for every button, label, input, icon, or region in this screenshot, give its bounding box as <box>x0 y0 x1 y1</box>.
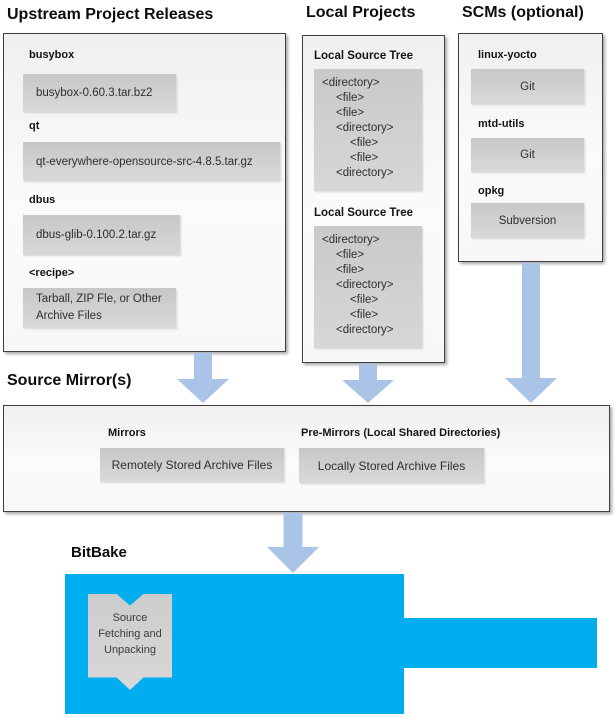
source-mirrors-title: Source Mirror(s) <box>7 372 132 389</box>
down-arrow-mirrors-to-bitbake <box>266 513 319 573</box>
arrow-head <box>177 379 229 403</box>
tree-node: <directory> <box>336 279 394 291</box>
bitbake-title: BitBake <box>71 544 127 561</box>
arrow-head <box>505 378 557 403</box>
scm-item-box: Git <box>471 138 584 172</box>
down-arrow-scms-to-mirrors <box>505 263 557 403</box>
upstream-item-label: qt <box>29 120 40 132</box>
tree-node: <file> <box>350 137 379 149</box>
scm-item-box: Subversion <box>471 203 584 238</box>
upstream-item-box: Tarball, ZIP Fle, or Other Archive Files <box>23 288 176 328</box>
down-arrow-local-to-mirrors <box>342 364 394 403</box>
source-mirrors-panel: Mirrors Remotely Stored Archive Files Pr… <box>3 405 610 512</box>
source-fetching-ribbon: Source Fetching and Unpacking <box>88 594 172 690</box>
mirrors-value: Remotely Stored Archive Files <box>111 458 273 472</box>
upstream-item-box: busybox-0.60.3.tar.bz2 <box>23 74 176 112</box>
down-arrow-upstream-to-mirrors <box>177 353 229 403</box>
local-source-tree-box: <directory> <file> <file> <directory> <f… <box>314 69 422 191</box>
tree-node: <directory> <box>336 122 394 134</box>
archive-filename: busybox-0.60.3.tar.bz2 <box>36 87 153 99</box>
upstream-releases-panel: busybox busybox-0.60.3.tar.bz2 qt qt-eve… <box>3 33 286 352</box>
bitbake-block-arm <box>404 618 597 668</box>
local-source-tree-box: <directory> <file> <file> <directory> <f… <box>314 226 422 348</box>
tree-node: <directory> <box>322 234 380 246</box>
archive-filename: dbus-glib-0.100.2.tar.gz <box>36 229 157 241</box>
premirrors-value: Locally Stored Archive Files <box>317 458 466 473</box>
archive-filename: qt-everywhere-opensource-src-4.8.5.tar.g… <box>36 155 253 168</box>
scm-type: Git <box>520 80 535 93</box>
upstream-item-box: dbus-glib-0.100.2.tar.gz <box>23 215 180 255</box>
scm-type: Subversion <box>498 214 557 227</box>
upstream-item-label: dbus <box>29 194 56 206</box>
tree-node: <file> <box>350 309 379 321</box>
upstream-item-label: busybox <box>29 49 75 61</box>
tree-node: <file> <box>350 152 379 164</box>
local-projects-title: Local Projects <box>306 4 416 21</box>
scm-item-label: linux-yocto <box>478 49 537 61</box>
mirrors-box: Remotely Stored Archive Files <box>100 448 284 482</box>
scms-panel: linux-yocto Git mtd-utils Git opkg Subve… <box>458 33 603 262</box>
tree-node: <directory> <box>336 167 394 179</box>
tree-node: <file> <box>336 249 365 261</box>
upstream-item-label: <recipe> <box>29 267 75 279</box>
upstream-releases-title: Upstream Project Releases <box>7 6 214 23</box>
scm-item-label: opkg <box>478 185 505 197</box>
scm-item-label: mtd-utils <box>478 118 525 130</box>
scm-type: Git <box>520 149 535 161</box>
scms-title: SCMs (optional) <box>462 4 584 21</box>
upstream-item-box: qt-everywhere-opensource-src-4.8.5.tar.g… <box>23 142 280 181</box>
arrow-shaft <box>522 263 540 378</box>
arrow-shaft <box>283 513 302 548</box>
mirrors-label: Mirrors <box>108 427 146 439</box>
arrow-head <box>266 547 319 573</box>
arrow-shaft <box>194 353 212 379</box>
archive-filename: Tarball, ZIP Fle, or Other Archive Files <box>36 292 162 322</box>
tree-node: <file> <box>350 294 379 306</box>
local-projects-panel: Local Source Tree <directory> <file> <fi… <box>302 35 445 363</box>
scm-item-box: Git <box>471 69 584 104</box>
tree-node: <directory> <box>336 324 394 336</box>
tree-node: <file> <box>336 92 365 104</box>
tree-node: <file> <box>336 107 365 119</box>
local-source-tree-label: Local Source Tree <box>314 50 414 62</box>
tree-node: <directory> <box>322 77 380 89</box>
arrow-shaft <box>359 364 377 380</box>
tree-node: <file> <box>336 264 365 276</box>
premirrors-box: Locally Stored Archive Files <box>299 448 484 483</box>
local-source-tree-label: Local Source Tree <box>314 207 414 219</box>
arrow-head <box>342 380 394 403</box>
premirrors-label: Pre-Mirrors (Local Shared Directories) <box>301 427 501 439</box>
